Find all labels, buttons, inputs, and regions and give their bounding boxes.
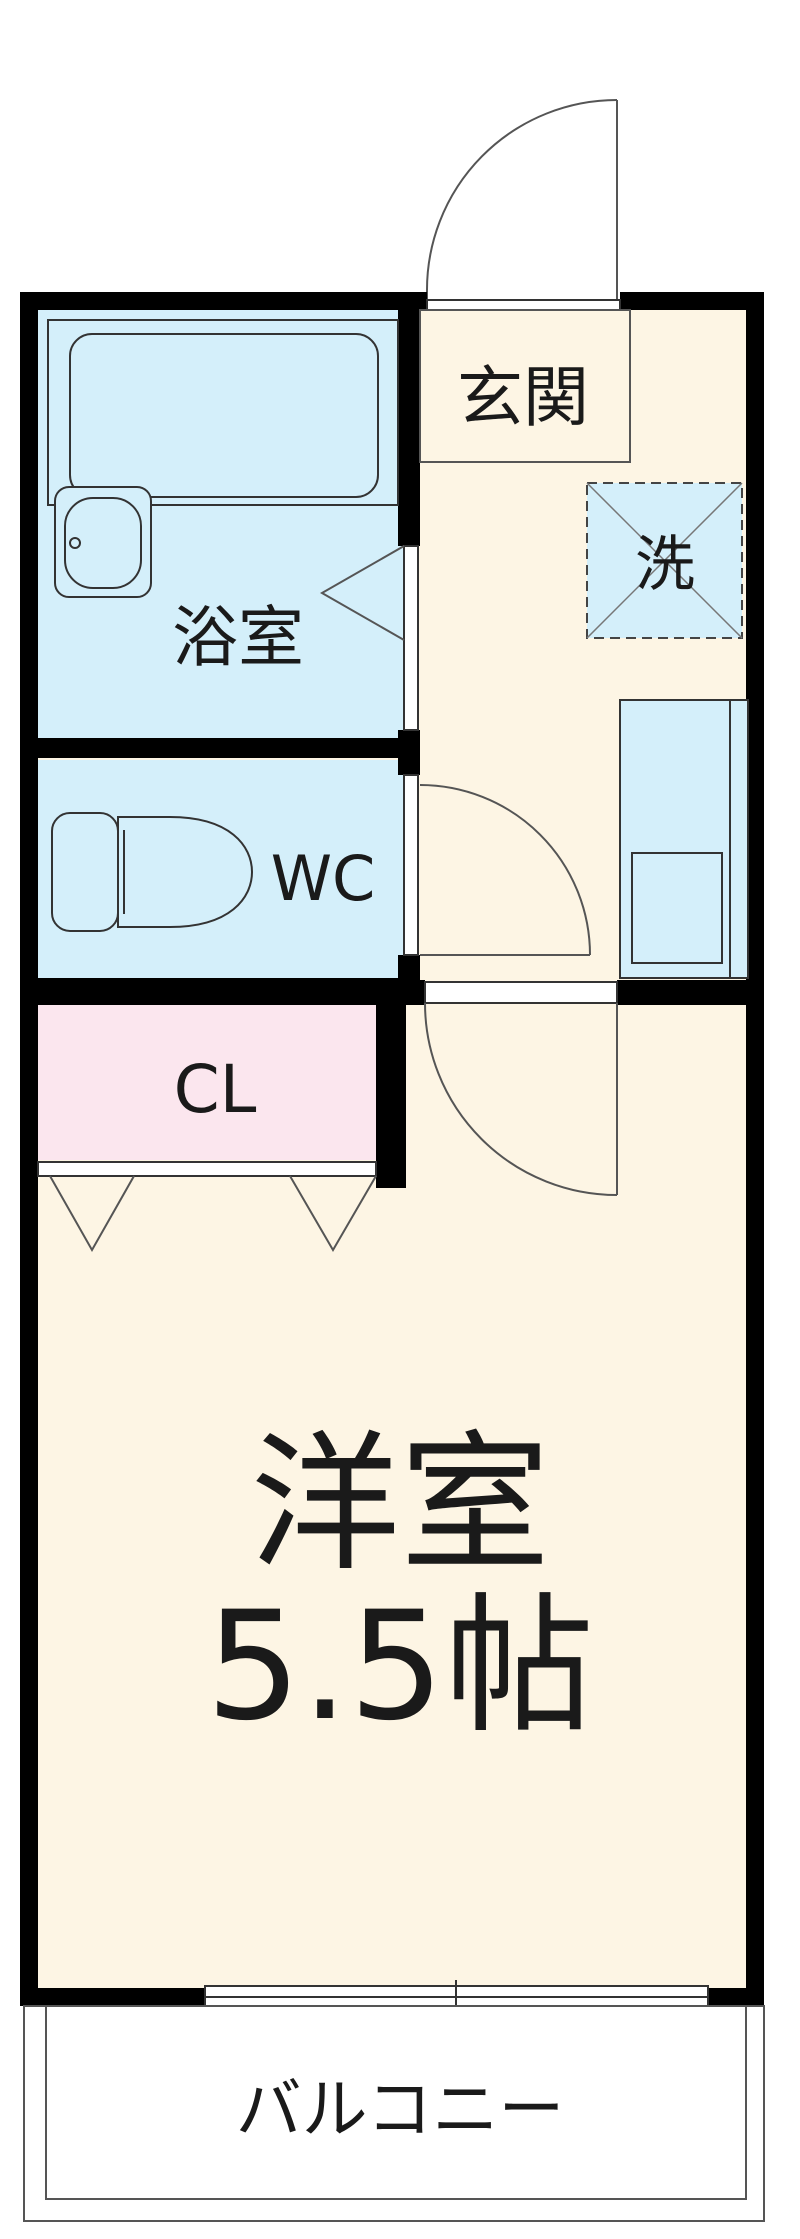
closet-door-rail: [37, 1161, 377, 1177]
wall-top-right: [620, 292, 760, 310]
room-door-swing: [424, 1002, 618, 1196]
wall-right: [746, 292, 764, 2004]
wall-bath-wc: [20, 738, 420, 758]
bathtub-inner: [69, 333, 379, 498]
bath-door: [403, 545, 419, 731]
toilet-bowl: [117, 816, 254, 928]
closet-floor: [35, 1005, 377, 1160]
washbasin: [54, 486, 152, 598]
entrance-sill: [426, 299, 621, 311]
wall-bottom-left: [20, 1988, 205, 2006]
bath-door-mark: [319, 545, 405, 641]
closet-label: CL: [174, 1051, 257, 1128]
washbasin-bowl: [64, 497, 142, 589]
toilet-tank: [51, 812, 119, 932]
closet-door-right: [289, 1175, 377, 1252]
wc-door-jamb: [403, 774, 419, 956]
balcony-inner: [45, 2005, 747, 2200]
wall-top-left: [20, 292, 427, 310]
wall-closet-right: [376, 978, 406, 1188]
wc-label: WC: [271, 842, 376, 915]
washbasin-faucet: [69, 537, 81, 549]
wc-door-swing: [419, 784, 591, 956]
wall-wc-closet: [20, 978, 420, 1005]
western-room-size-label: 5.5帖: [206, 1580, 595, 1754]
genkan-label: 玄関: [457, 359, 589, 436]
bath-label: 浴室: [172, 599, 304, 676]
wall-corridor-left: [398, 292, 420, 546]
western-room-label: 洋室: [250, 1418, 550, 1592]
entrance-door-swing: [425, 99, 618, 293]
balcony-label: バルコニー: [236, 2071, 565, 2148]
closet-door-left: [49, 1175, 135, 1253]
wall-corridor-mid: [398, 730, 420, 775]
wall-hall-room-right: [617, 980, 764, 1005]
genkan-step: [419, 309, 631, 463]
balcony-outline: [23, 2005, 765, 2222]
room-door-sill: [424, 981, 618, 1004]
kitchen-sink: [631, 852, 723, 964]
wall-left: [20, 292, 38, 2004]
washer-label: 洗: [635, 530, 695, 600]
washer-diag-2: [586, 482, 743, 639]
wall-bottom-right: [708, 1988, 764, 2006]
wall-hall-room-left: [400, 980, 425, 1005]
bathtub: [47, 319, 399, 506]
